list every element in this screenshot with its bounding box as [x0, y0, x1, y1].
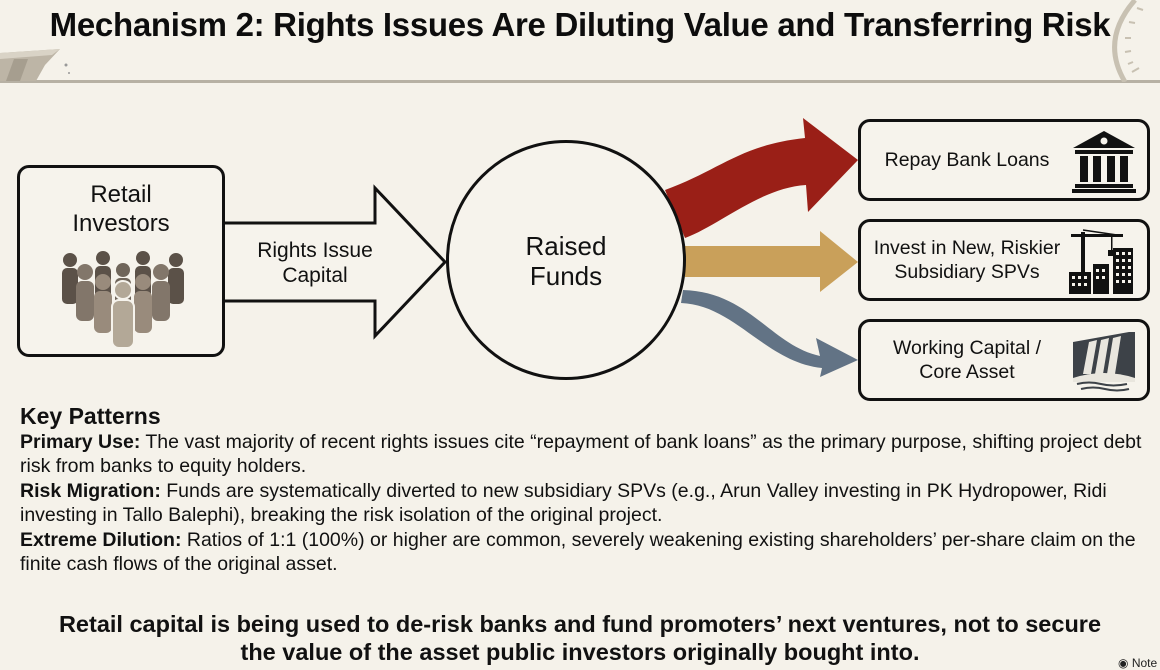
conclusion-statement: Retail capital is being used to de-risk …: [0, 610, 1160, 666]
flow-arrow-invest-spvs: [685, 231, 858, 292]
flow-label-line1: Rights Issue: [257, 239, 373, 262]
watermark-text: Note: [1131, 656, 1158, 670]
construction-crane-icon: [1069, 229, 1133, 294]
retail-label-line2: Investors: [72, 210, 170, 237]
key-patterns-heading: Key Patterns: [20, 403, 161, 429]
flow-arrow-working-capital: [681, 290, 858, 377]
watermark-logo-icon: ◉: [1118, 656, 1129, 670]
pattern-text: Ratios of 1:1 (100%) or higher are commo…: [20, 528, 1136, 576]
dest-label-line1: Repay Bank Loans: [884, 149, 1050, 171]
slide-title: Mechanism 2: Rights Issues Are Diluting …: [49, 6, 1111, 43]
pattern-risk-migration: Risk Migration: Funds are systematically…: [20, 479, 1150, 528]
pattern-text: The vast majority of recent rights issue…: [20, 431, 1142, 478]
dest-label-line1: Invest in New, Riskier: [873, 237, 1061, 259]
pattern-term: Primary Use:: [20, 431, 141, 453]
bank-icon: [1072, 131, 1136, 193]
pattern-extreme-dilution: Extreme Dilution: Ratios of 1:1 (100%) o…: [20, 528, 1150, 577]
conclusion-line1: Retail capital is being used to de-risk …: [58, 611, 1102, 637]
pattern-term: Extreme Dilution:: [20, 528, 182, 551]
destination-repay-bank-loans: Repay Bank Loans: [858, 119, 1150, 201]
rights-issue-arrow: [225, 184, 448, 340]
flow-diagram: [225, 118, 858, 377]
hydro-dam-icon: [1073, 332, 1135, 392]
rights-issue-capital-label: Rights Issue Capital: [235, 238, 395, 288]
raised-funds-node: Raised Funds: [446, 140, 686, 380]
destination-invest-subsidiary-spvs: Invest in New, Riskier Subsidiary SPVs: [858, 219, 1150, 301]
watermark: ◉ Note: [1118, 656, 1157, 670]
dest-label-line1: Working Capital /: [892, 337, 1042, 359]
dest-label-line2: Core Asset: [919, 361, 1015, 383]
conclusion-line2: the value of the asset public investors …: [240, 639, 920, 665]
pattern-text: Funds are systematically diverted to new…: [20, 479, 1107, 527]
pattern-primary-use: Primary Use: The vast majority of recent…: [20, 430, 1150, 479]
flow-label-line2: Capital: [282, 264, 348, 287]
flow-arrow-repay-bank-loans: [665, 118, 858, 238]
gauge-decoration-icon: [1112, 0, 1144, 82]
pattern-term: Risk Migration:: [20, 479, 161, 502]
retail-label-line1: Retail: [90, 181, 152, 208]
hub-label-line1: Raised: [525, 231, 607, 261]
retail-investors-box: Retail Investors: [17, 165, 225, 357]
key-patterns-section: Key Patterns Primary Use: The vast major…: [20, 402, 1150, 576]
dest-label-line2: Subsidiary SPVs: [894, 261, 1040, 283]
title-divider: [0, 80, 1160, 83]
cliff-decoration-icon: [0, 49, 70, 81]
destination-working-capital: Working Capital / Core Asset: [858, 319, 1150, 401]
people-group-icon: [62, 251, 184, 349]
hub-label-line2: Funds: [529, 261, 603, 291]
